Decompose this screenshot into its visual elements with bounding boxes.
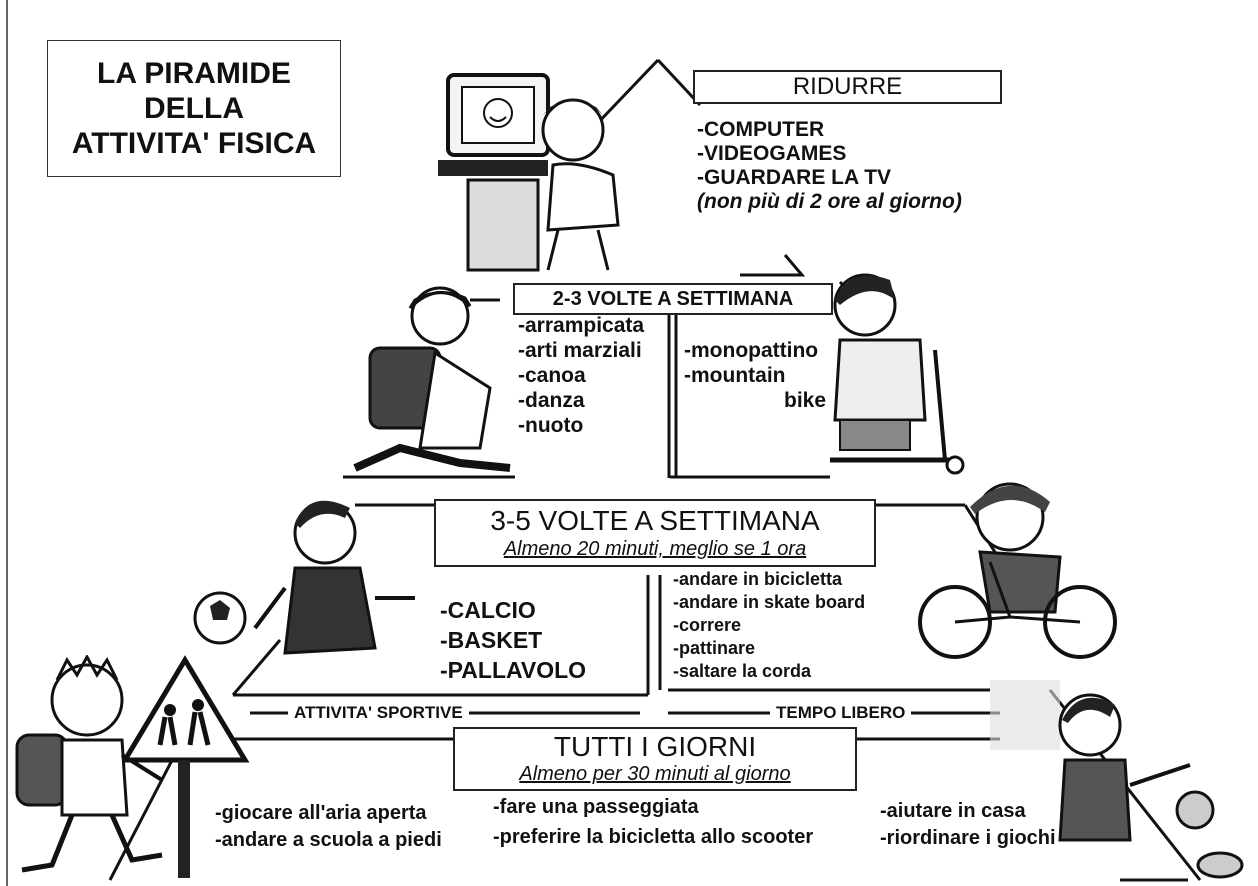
level2-right-list: -monopattino -mountain bike [684, 338, 826, 413]
title-line-3: ATTIVITA' FISICA [71, 127, 317, 160]
level1-header-box: RIDURRE [693, 70, 1002, 104]
list-item: -andare in skate board [673, 592, 866, 612]
list-item: -canoa [518, 364, 586, 387]
list-item: -fare una passeggiata [493, 796, 699, 818]
list-item: -COMPUTER [697, 118, 825, 141]
list-item: -andare in bicicletta [673, 569, 843, 589]
level3-header: 3-5 VOLTE A SETTIMANA [490, 505, 820, 536]
title-line-2: DELLA [144, 92, 244, 125]
level2-header-box: 2-3 VOLTE A SETTIMANA [513, 283, 833, 315]
level1-list: -COMPUTER -VIDEOGAMES -GUARDARE LA TV (n… [697, 118, 962, 214]
list-item: -correre [673, 615, 742, 635]
level3-subheader: Almeno 20 minuti, meglio se 1 ora [503, 538, 807, 560]
list-item: -GUARDARE LA TV [697, 166, 892, 189]
list-item: -andare a scuola a piedi [215, 829, 442, 851]
level4-col3-list: -aiutare in casa -riordinare i giochi [880, 798, 1056, 852]
free-time-tag: TEMPO LIBERO [770, 703, 912, 723]
level3-left-list: -CALCIO -BASKET -PALLAVOLO [440, 595, 586, 685]
level4-header: TUTTI I GIORNI [553, 731, 757, 762]
walking-kid-illustration [15, 655, 164, 873]
soccer-kid-illustration [193, 500, 415, 655]
level3-right-list: -andare in bicicletta -andare in skate b… [673, 568, 865, 683]
list-item: -arti marziali [518, 339, 642, 362]
scooter-kid-illustration [830, 273, 965, 475]
list-item: -giocare all'aria aperta [215, 802, 427, 824]
list-item: -saltare la corda [673, 661, 812, 681]
list-item: -riordinare i giochi [880, 827, 1056, 849]
computer-kid-illustration [438, 73, 620, 272]
list-item: -VIDEOGAMES [697, 142, 847, 165]
pyramid-title-box: LA PIRAMIDE DELLA ATTIVITA' FISICA [47, 40, 341, 177]
list-item: -pattinare [673, 638, 756, 658]
school-crossing-sign-illustration [120, 655, 250, 878]
list-item: -nuoto [518, 414, 584, 437]
level4-header-box: TUTTI I GIORNI Almeno per 30 minuti al g… [453, 727, 857, 791]
list-item: -aiutare in casa [880, 800, 1026, 822]
sport-activities-tag: ATTIVITA' SPORTIVE [288, 703, 469, 723]
list-item: -monopattino [684, 339, 819, 362]
list-item: -CALCIO [440, 597, 536, 623]
level3-header-box: 3-5 VOLTE A SETTIMANA Almeno 20 minuti, … [434, 499, 876, 567]
bike-kid-illustration [918, 482, 1117, 659]
level2-header: 2-3 VOLTE A SETTIMANA [552, 287, 794, 310]
helping-kid-illustration [990, 680, 1244, 879]
level4-col1-list: -giocare all'aria aperta -andare a scuol… [215, 800, 442, 854]
list-item: bike [784, 389, 827, 412]
pyramid-apex-left-edge [591, 58, 660, 130]
level2-left-list: -arrampicata -arti marziali -canoa -danz… [518, 313, 644, 438]
level1-note: (non più di 2 ore al giorno) [697, 190, 962, 213]
level4-subheader: Almeno per 30 minuti al giorno [519, 763, 791, 785]
list-item: -PALLAVOLO [440, 657, 587, 683]
title-line-1: LA PIRAMIDE [97, 57, 291, 90]
list-item: -BASKET [440, 627, 543, 653]
list-item: -arrampicata [518, 314, 645, 337]
level1-header: RIDURRE [792, 73, 903, 100]
level4-col2-list: -fare una passeggiata -preferire la bici… [493, 792, 813, 852]
pyramid-level1-edge [740, 254, 806, 277]
list-item: -preferire la bicicletta allo scooter [493, 826, 814, 848]
list-item: -danza [518, 389, 585, 412]
list-item: -mountain [684, 364, 786, 387]
climber-kid-illustration [353, 286, 511, 472]
